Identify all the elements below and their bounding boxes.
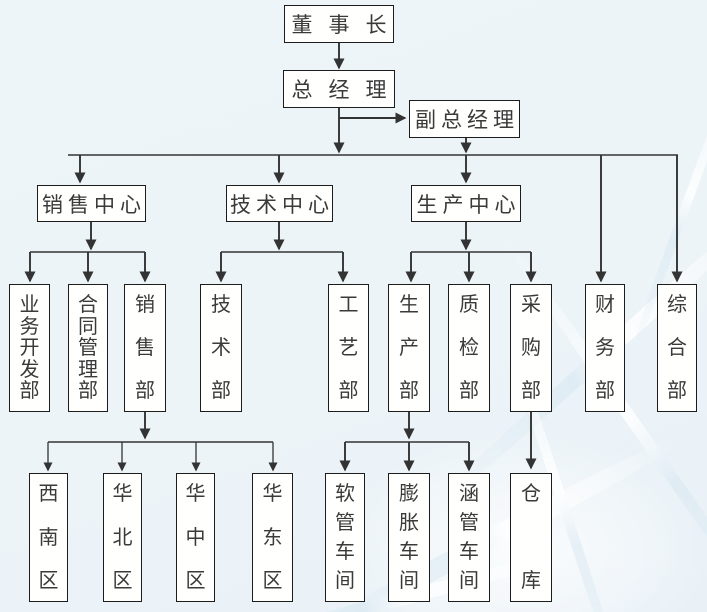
org-node-label-char: 软 [335, 483, 355, 505]
org-node-contract-management-dept: 合同管理部 [68, 284, 108, 412]
org-node-label-char: 南 [38, 526, 59, 549]
org-node-label-char: 涵 [459, 483, 479, 505]
org-node-label-char: 业 [19, 294, 40, 316]
org-node-label-char: 部 [211, 380, 231, 402]
org-node-process-dept: 工艺部 [328, 284, 369, 412]
org-node-business-development-dept: 业务开发部 [9, 284, 50, 412]
org-node-label-char: 区 [262, 570, 283, 592]
org-node-label-char: 生 [399, 294, 419, 316]
org-node-label-char: 华 [262, 483, 283, 505]
org-node-label-char: 合 [667, 337, 687, 359]
org-node-label-char: 部 [459, 380, 479, 402]
edges-group [24, 43, 683, 472]
org-node-label-char: 合 [78, 294, 98, 316]
org-node-label-char: 间 [335, 570, 355, 592]
org-node-label-char: 检 [459, 337, 479, 359]
org-node-label-char: 质 [459, 294, 479, 316]
org-node-east-china-region: 华东区 [252, 473, 293, 602]
org-node-label-char: 采 [521, 294, 541, 316]
org-node-label-char: 管 [78, 337, 98, 359]
org-node-label-char: 北 [112, 526, 133, 549]
org-node-label-char: 术 [211, 337, 231, 359]
org-node-label-char: 部 [338, 380, 359, 402]
org-node-label-char: 区 [185, 570, 206, 592]
org-node-label-char: 部 [521, 380, 541, 402]
org-node-label-char: 仓 [521, 483, 541, 505]
org-node-label-char: 管 [459, 512, 479, 534]
org-node-purchasing-dept: 采购部 [510, 284, 552, 412]
org-node-label: 总经理 [291, 78, 403, 102]
org-node-technology-center: 技术中心 [226, 185, 333, 222]
org-node-label-char: 华 [185, 483, 206, 505]
org-node-label-char: 车 [335, 541, 355, 563]
org-node-general-affairs-dept: 综合部 [657, 284, 697, 412]
org-node-label: 技术中心 [230, 192, 334, 217]
org-node-warehouse: 仓库 [510, 473, 552, 602]
org-node-expansion-workshop: 膨胀车间 [388, 473, 430, 602]
org-node-label-char: 库 [521, 570, 541, 592]
org-node-label-char: 东 [262, 526, 283, 549]
org-node-label-char: 车 [459, 541, 479, 563]
org-node-label-char: 华 [112, 483, 133, 505]
org-node-label-char: 区 [112, 570, 133, 592]
org-node-label: 生产中心 [416, 192, 521, 217]
org-node-southwest-region: 西南区 [29, 473, 68, 602]
org-node-sales-dept: 销售部 [124, 284, 166, 412]
org-node-finance-dept: 财务部 [585, 284, 625, 412]
org-node-label-char: 间 [399, 570, 419, 592]
org-node-label-char: 区 [38, 570, 59, 592]
org-node-label-char: 销 [135, 294, 155, 316]
org-node-production-center: 生产中心 [411, 185, 521, 222]
org-node-label-char: 开 [19, 337, 40, 359]
org-node-label-char: 管 [335, 512, 355, 534]
org-node-culvert-pipe-workshop: 涵管车间 [448, 473, 490, 602]
org-node-north-china-region: 华北区 [103, 473, 142, 602]
org-node-central-china-region: 华中区 [176, 473, 215, 602]
org-node-chairman: 董事长 [284, 5, 394, 43]
org-node-label-char: 综 [667, 294, 687, 316]
org-node-label-char: 间 [459, 570, 479, 592]
org-node-label-char: 理 [78, 358, 98, 381]
org-node-deputy-general-manager: 副总经理 [409, 100, 520, 138]
org-node-label: 副总经理 [415, 108, 519, 132]
org-node-general-manager: 总经理 [283, 70, 395, 108]
org-node-label-char: 务 [595, 337, 615, 359]
org-node-label-char: 中 [185, 526, 206, 549]
org-node-label-char: 技 [211, 294, 231, 316]
org-node-label-char: 工 [338, 294, 359, 316]
org-node-label-char: 务 [19, 315, 40, 338]
org-node-label: 销售中心 [42, 192, 146, 217]
org-node-quality-inspection-dept: 质检部 [448, 284, 490, 412]
org-node-label-char: 艺 [338, 337, 359, 359]
org-node-technical-dept: 技术部 [200, 284, 242, 412]
org-node-label-char: 部 [399, 380, 419, 402]
org-node-label-char: 财 [595, 294, 615, 316]
org-node-sales-center: 销售中心 [37, 185, 146, 222]
org-node-label: 董事长 [291, 13, 403, 37]
org-node-label-char: 西 [38, 483, 59, 505]
org-node-label-char: 部 [667, 380, 687, 402]
org-node-label-char: 膨 [399, 483, 419, 505]
org-node-label-char: 部 [78, 380, 98, 402]
org-node-hose-workshop: 软管车间 [325, 473, 365, 602]
org-node-label-char: 部 [135, 380, 155, 402]
org-node-label-char: 部 [595, 380, 615, 402]
org-node-production-dept: 生产部 [388, 284, 430, 412]
org-node-label-char: 售 [135, 337, 155, 359]
org-node-label-char: 发 [19, 358, 40, 381]
org-node-label-char: 同 [78, 315, 98, 338]
org-node-label-char: 购 [521, 337, 541, 359]
org-node-label-char: 车 [399, 541, 419, 563]
org-node-label-char: 产 [399, 337, 419, 359]
org-node-label-char: 胀 [399, 512, 419, 534]
org-node-label-char: 部 [19, 380, 40, 402]
